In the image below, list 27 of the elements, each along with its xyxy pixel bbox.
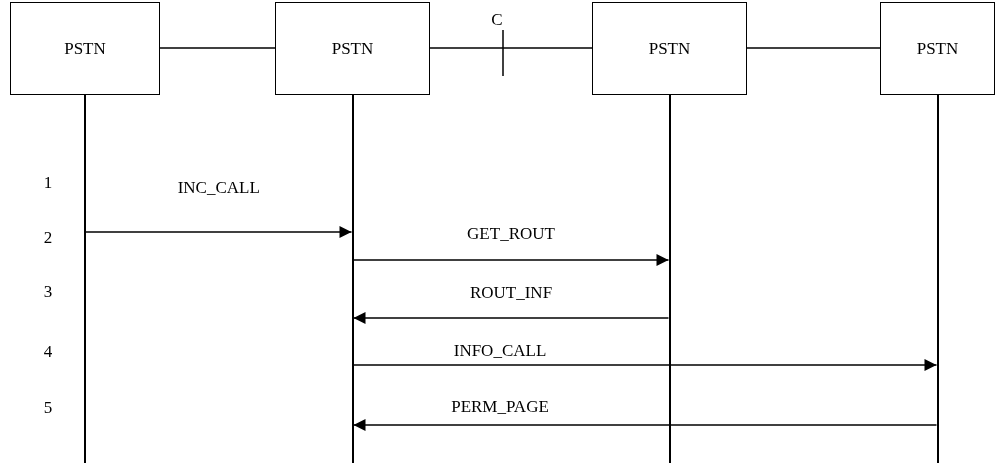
cut-label: C <box>491 10 503 30</box>
message-label: GET_ROUT <box>467 224 555 244</box>
message-label: INFO_CALL <box>453 341 547 361</box>
entity-box: PSTN <box>10 2 160 95</box>
message-arrow <box>352 359 938 371</box>
entity-box: PSTN <box>592 2 747 95</box>
step-number: 4 <box>43 342 53 362</box>
message-label: ROUT_INF <box>469 283 553 303</box>
message-arrow <box>352 419 938 431</box>
step-number: 2 <box>43 228 53 248</box>
step-number: 1 <box>43 173 53 193</box>
message-label: INC_CALL <box>177 178 260 198</box>
connector-line <box>429 47 593 49</box>
connector-line <box>746 47 881 49</box>
message-arrow <box>352 254 670 266</box>
message-arrow <box>352 312 670 324</box>
message-arrow <box>85 226 353 238</box>
message-label: PERM_PAGE <box>451 397 549 417</box>
lifeline <box>84 95 86 463</box>
lifeline <box>936 95 939 463</box>
entity-box: PSTN <box>275 2 430 95</box>
connector-line <box>159 47 276 49</box>
step-number: 5 <box>43 398 53 418</box>
lifeline <box>351 95 354 463</box>
step-number: 3 <box>43 282 53 302</box>
entity-box: PSTN <box>880 2 995 95</box>
lifeline <box>668 95 671 463</box>
